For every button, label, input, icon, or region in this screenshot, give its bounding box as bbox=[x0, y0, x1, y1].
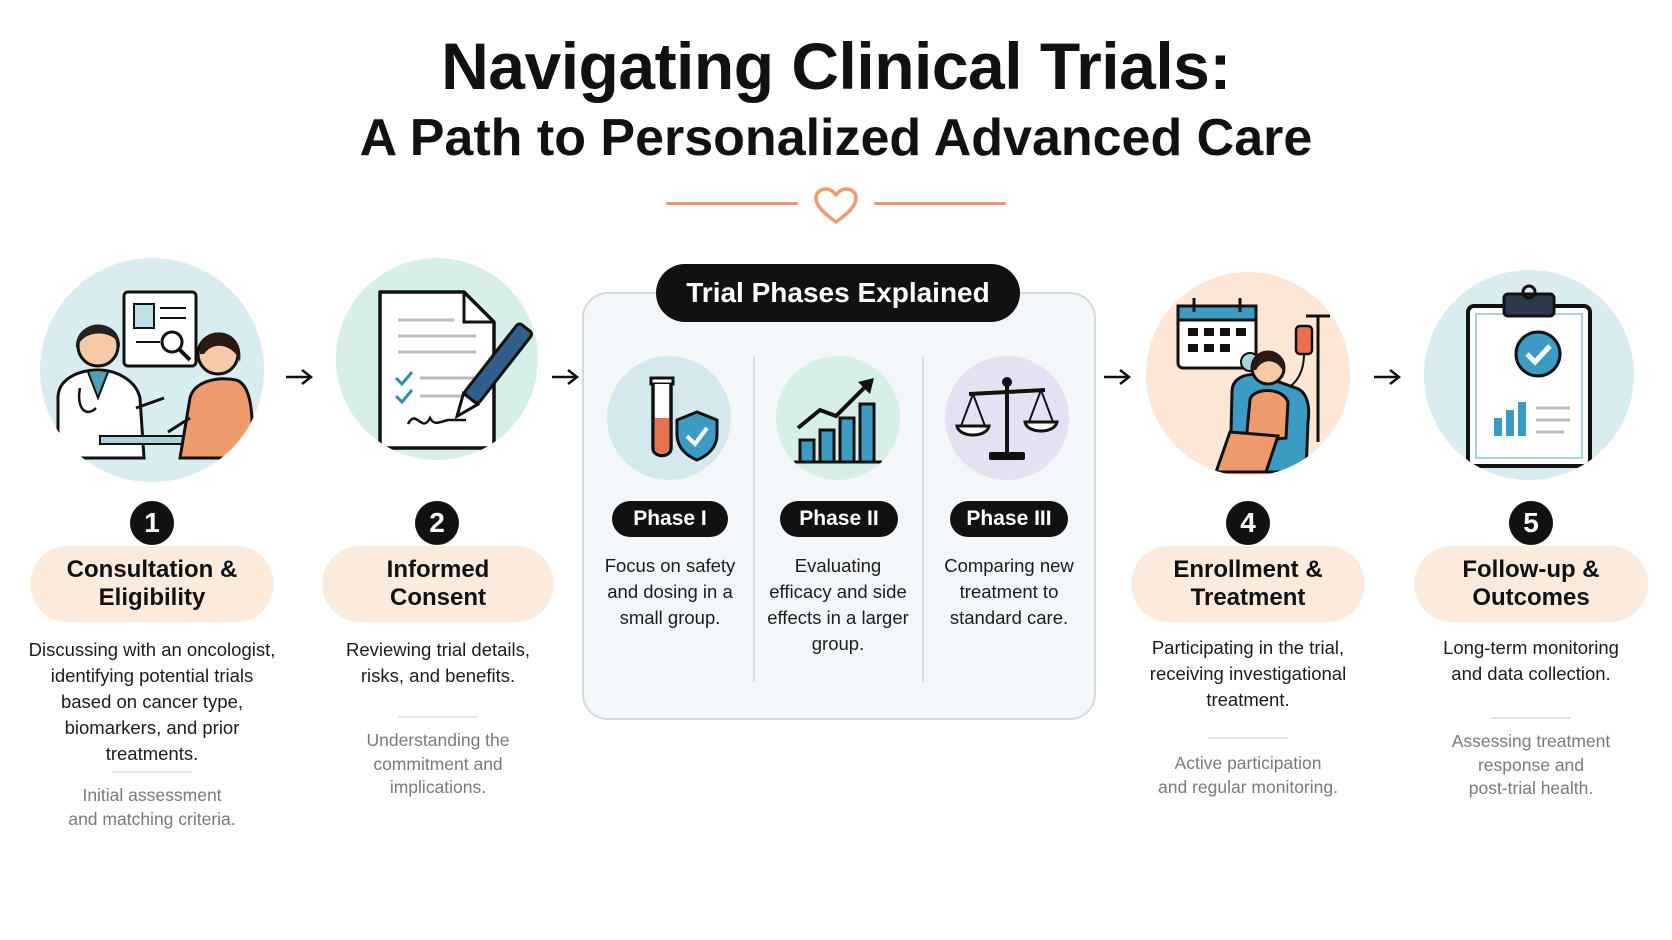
desc-line: receiving investigational bbox=[1149, 663, 1347, 684]
step-number-badge: 2 bbox=[415, 501, 459, 545]
balance-scale-icon bbox=[945, 356, 1069, 480]
desc-line: treatment. bbox=[1206, 689, 1290, 710]
phase-label: Phase I bbox=[612, 501, 728, 537]
step-title-line: Outcomes bbox=[1472, 584, 1590, 611]
title-divider bbox=[666, 176, 1006, 232]
step-note: Assessing treatment response and post-tr… bbox=[1411, 730, 1651, 801]
desc-line: Long-term monitoring bbox=[1443, 637, 1619, 658]
test-tube-shield-icon bbox=[607, 356, 731, 480]
desc-line: efficacy and side bbox=[769, 581, 907, 602]
desc-line: Discussing with an oncologist, bbox=[28, 639, 276, 660]
arrow-right-icon bbox=[552, 369, 580, 385]
arrow-right-icon bbox=[286, 369, 314, 385]
step-description: Discussing with an oncologist, identifyi… bbox=[10, 637, 294, 767]
note-line: post-trial health. bbox=[1468, 778, 1594, 798]
phase-label: Phase III bbox=[950, 501, 1068, 537]
step-title-pill: Consultation & Eligibility bbox=[30, 546, 274, 622]
clipboard-check-icon bbox=[1424, 270, 1634, 480]
desc-line: based on cancer type, bbox=[60, 691, 244, 712]
desc-line: Focus on safety bbox=[604, 555, 736, 576]
phase-description: Focus on safety and dosing in a small gr… bbox=[592, 553, 748, 631]
note-line: Initial assessment bbox=[82, 785, 222, 805]
desc-line: biomarkers, and prior bbox=[64, 717, 240, 738]
step-note: Active participation and regular monitor… bbox=[1128, 752, 1368, 799]
step-title-pill: Enrollment & Treatment bbox=[1131, 546, 1365, 622]
desc-line: treatments. bbox=[105, 743, 199, 764]
trial-phases-heading: Trial Phases Explained bbox=[656, 264, 1020, 322]
signed-document-icon bbox=[336, 258, 538, 460]
heart-icon bbox=[814, 187, 858, 224]
note-line: Understanding the bbox=[366, 730, 510, 750]
step-title-line: Follow-up & bbox=[1462, 556, 1600, 583]
desc-line: and dosing in a bbox=[607, 581, 733, 602]
desc-line: treatment to bbox=[959, 581, 1059, 602]
note-line: implications. bbox=[389, 777, 487, 797]
note-line: Assessing treatment bbox=[1451, 731, 1611, 751]
arrow-right-icon bbox=[1104, 369, 1132, 385]
step-title-line: Enrollment & bbox=[1173, 556, 1323, 583]
desc-line: risks, and benefits. bbox=[360, 665, 516, 686]
step-number-badge: 4 bbox=[1226, 501, 1270, 545]
step-title-line: Consent bbox=[390, 584, 486, 611]
separator bbox=[1208, 737, 1288, 739]
desc-line: group. bbox=[811, 633, 865, 654]
arrow-right-icon bbox=[1374, 369, 1402, 385]
note-line: Active participation bbox=[1174, 753, 1322, 773]
step-description: Participating in the trial, receiving in… bbox=[1113, 635, 1383, 713]
rising-bar-chart-icon bbox=[776, 356, 900, 480]
step-note: Understanding the commitment and implica… bbox=[318, 729, 558, 800]
step-number-badge: 5 bbox=[1509, 501, 1553, 545]
phase-description: Comparing new treatment to standard care… bbox=[926, 553, 1092, 631]
separator bbox=[398, 716, 478, 718]
page-title: Navigating Clinical Trials: bbox=[441, 29, 1231, 103]
separator bbox=[1491, 717, 1571, 719]
desc-line: standard care. bbox=[949, 607, 1069, 628]
phase-description: Evaluating efficacy and side effects in … bbox=[754, 553, 922, 657]
divider-line-left bbox=[666, 202, 798, 205]
step-description: Long-term monitoring and data collection… bbox=[1406, 635, 1656, 687]
step-title-line: Treatment bbox=[1190, 584, 1306, 611]
note-line: response and bbox=[1477, 754, 1585, 775]
step-title-line: Eligibility bbox=[98, 584, 206, 611]
separator bbox=[112, 771, 192, 773]
page-subtitle: A Path to Personalized Advanced Care bbox=[359, 109, 1313, 167]
step-title-pill: Informed Consent bbox=[322, 546, 554, 622]
note-line: commitment and bbox=[373, 753, 503, 774]
desc-line: Reviewing trial details, bbox=[345, 639, 531, 660]
divider-line-right bbox=[874, 202, 1006, 205]
step-number-badge: 1 bbox=[130, 501, 174, 545]
desc-line: Evaluating bbox=[794, 555, 882, 576]
desc-line: identifying potential trials bbox=[50, 665, 254, 686]
desc-line: small group. bbox=[619, 607, 721, 628]
step-title-line: Informed bbox=[386, 556, 490, 583]
note-line: and matching criteria. bbox=[68, 808, 236, 829]
phase-label: Phase II bbox=[780, 501, 898, 537]
desc-line: Comparing new bbox=[944, 555, 1074, 576]
desc-line: Participating in the trial, bbox=[1151, 637, 1345, 658]
note-line: and regular monitoring. bbox=[1158, 776, 1338, 797]
phase-divider bbox=[753, 356, 755, 682]
step-title-line: Consultation & bbox=[66, 556, 238, 583]
desc-line: effects in a larger bbox=[767, 607, 909, 628]
phase-divider bbox=[922, 356, 924, 682]
step-note: Initial assessment and matching criteria… bbox=[20, 784, 284, 831]
doctor-consultation-icon bbox=[40, 258, 264, 482]
step-description: Reviewing trial details, risks, and bene… bbox=[308, 637, 568, 689]
step-title-pill: Follow-up & Outcomes bbox=[1414, 546, 1648, 622]
desc-line: and data collection. bbox=[1451, 663, 1611, 684]
patient-infusion-icon bbox=[1146, 272, 1350, 476]
